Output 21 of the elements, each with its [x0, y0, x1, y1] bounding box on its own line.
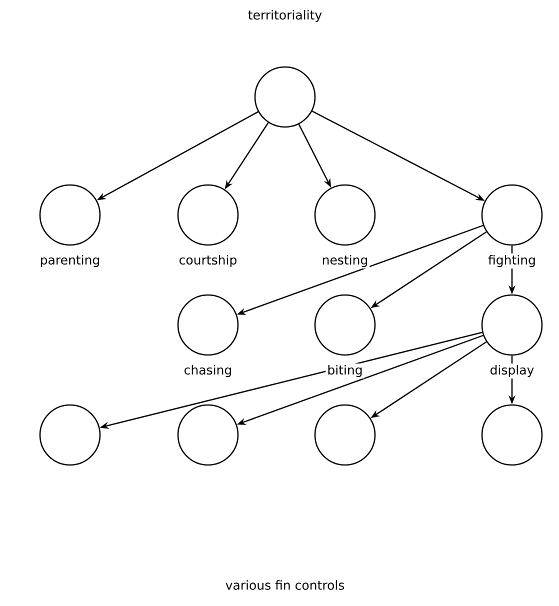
- node-label: fighting: [486, 253, 538, 269]
- empty-circle: [177, 404, 239, 466]
- node-circle: [177, 184, 239, 246]
- empty-circle: [314, 404, 376, 466]
- group-label: various fin controls: [226, 580, 344, 590]
- empty-circle: [39, 404, 101, 466]
- node-circle: [481, 184, 543, 246]
- node-circle: [177, 294, 239, 356]
- node-circle: [39, 184, 101, 246]
- node-circle: [254, 66, 316, 128]
- node-label: chasing: [182, 363, 234, 379]
- node-circle: [314, 184, 376, 246]
- node-label: display: [488, 363, 536, 379]
- node-label: nesting: [320, 253, 370, 269]
- node-label: biting: [326, 363, 364, 379]
- node-label: parenting: [38, 253, 102, 269]
- node-label: territoriality: [246, 8, 324, 24]
- node-label: courtship: [177, 253, 239, 269]
- node-circle: [481, 294, 543, 356]
- node-circle: [314, 294, 376, 356]
- empty-circle: [481, 404, 543, 466]
